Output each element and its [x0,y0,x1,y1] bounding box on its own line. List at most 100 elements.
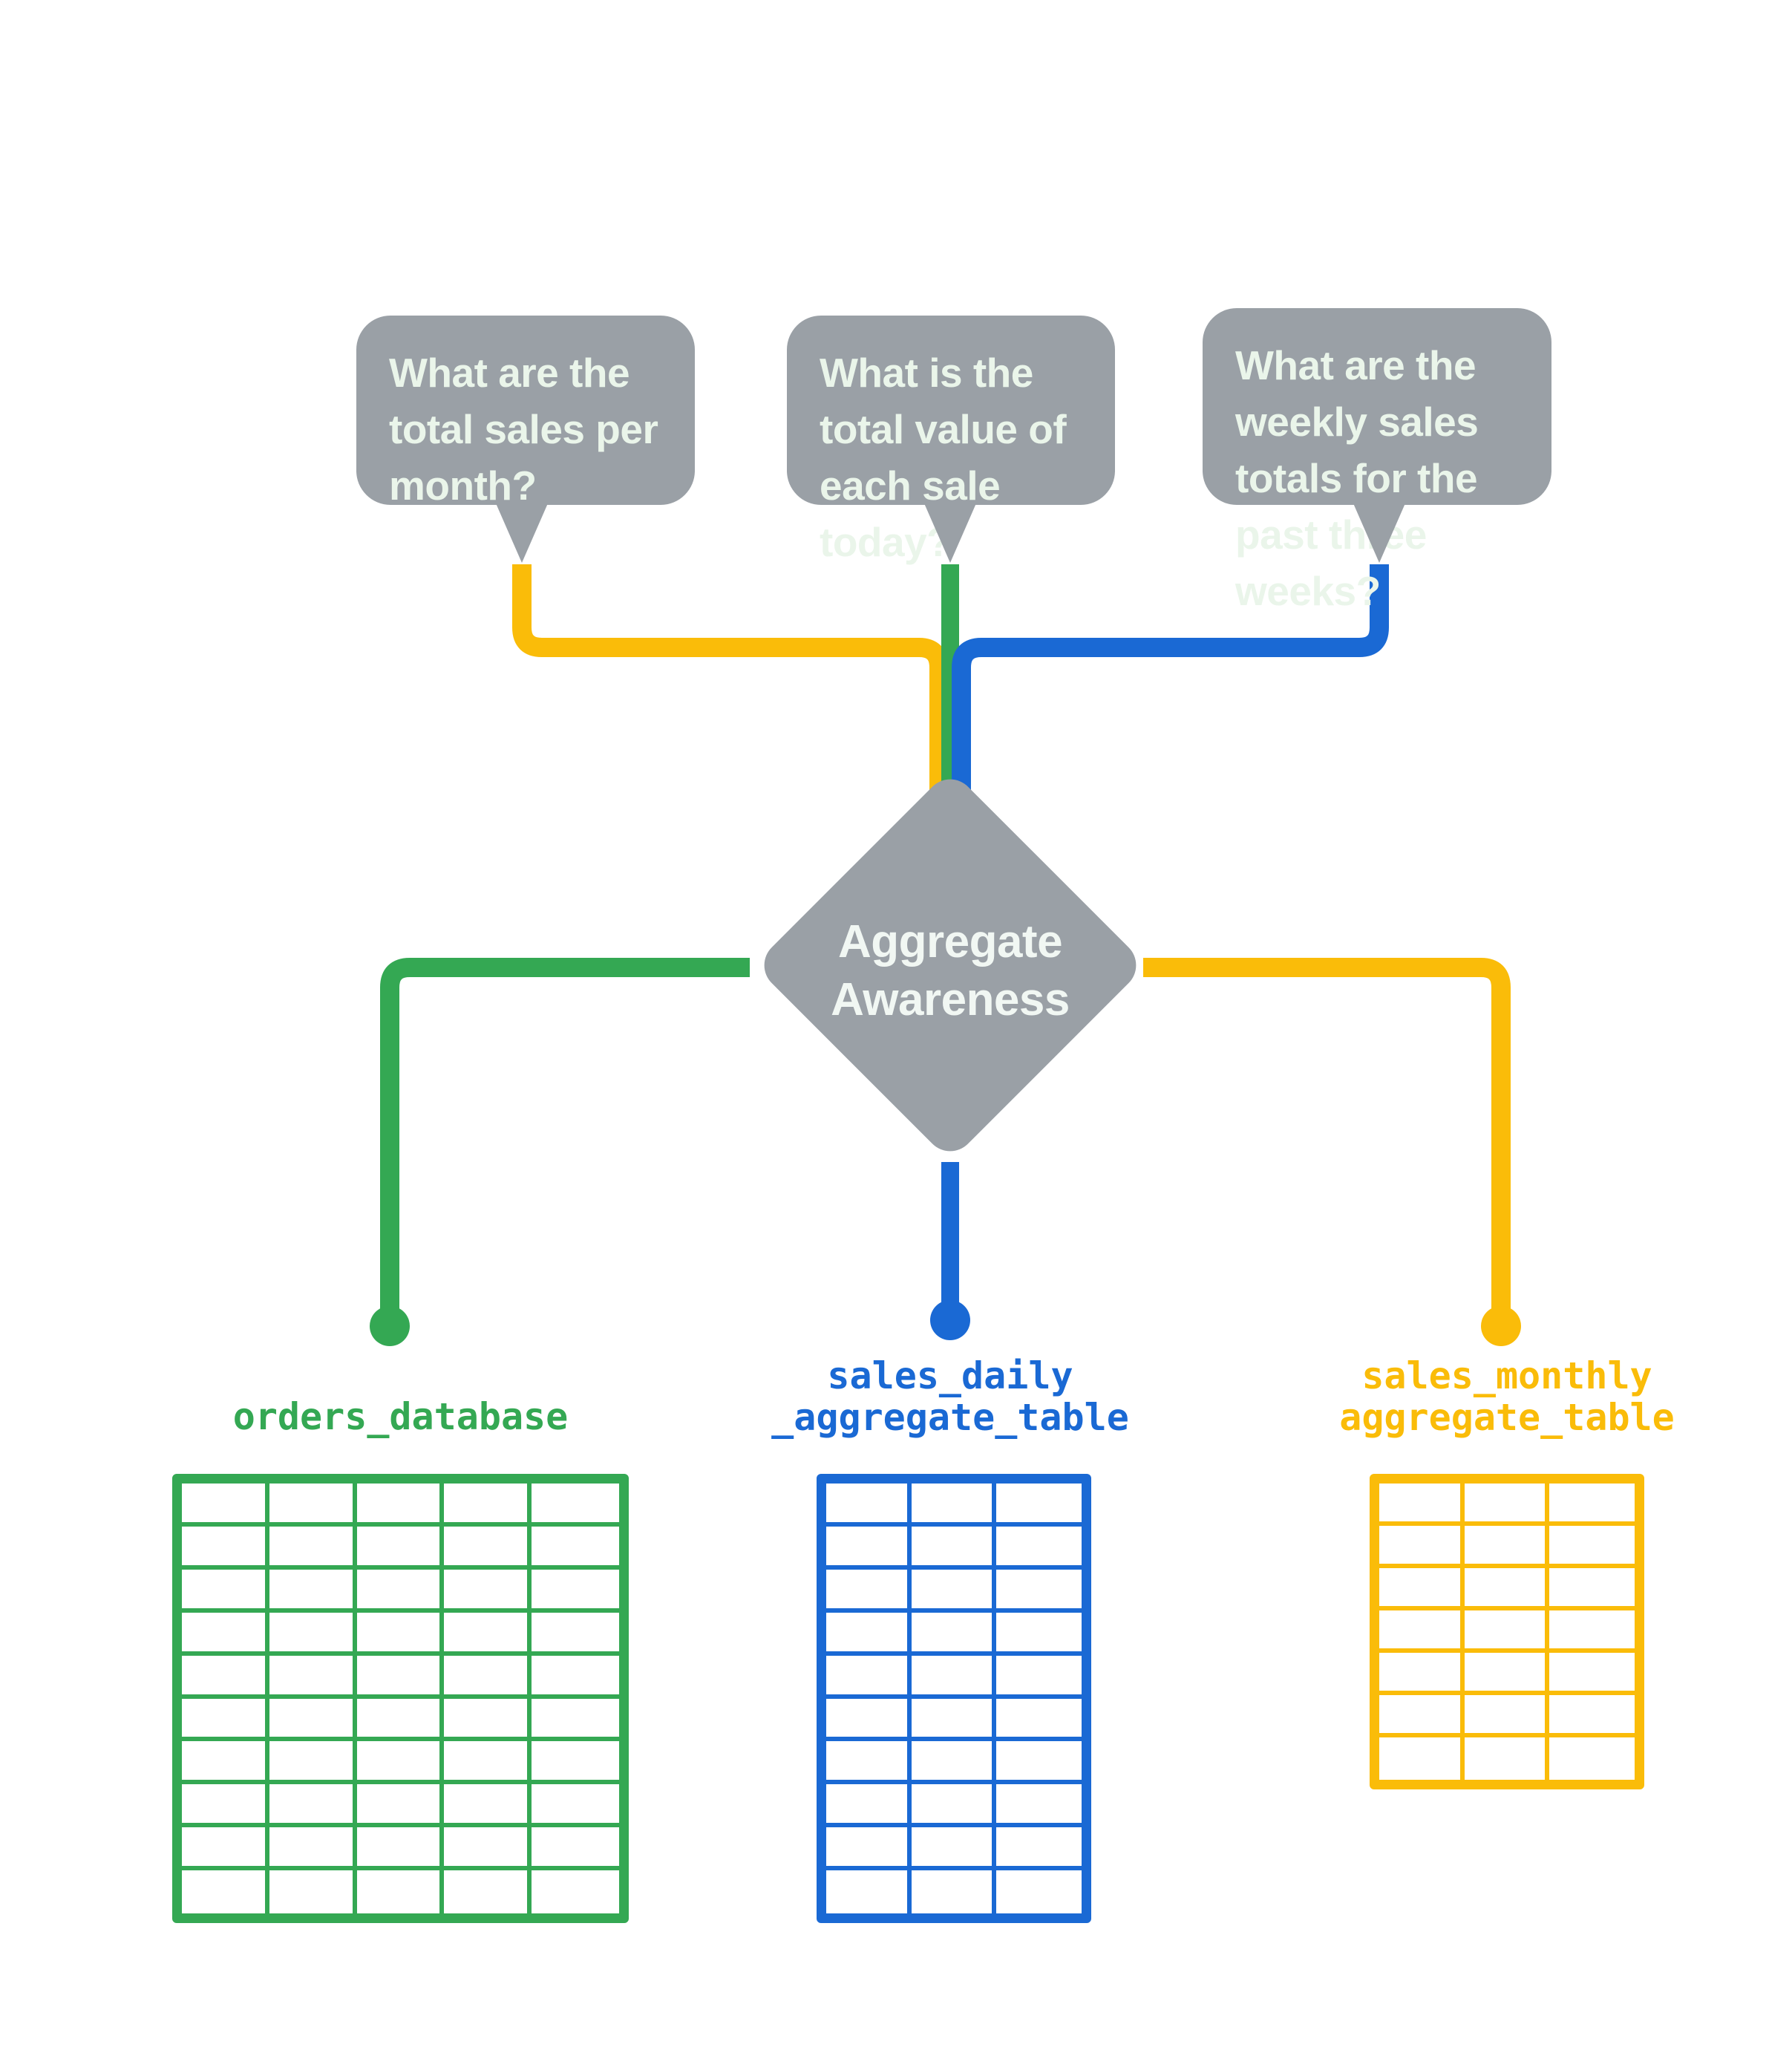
table-cell [996,1827,1082,1871]
table-cell [1379,1653,1465,1695]
table-sales-monthly-aggregate[interactable] [1370,1474,1644,1789]
table-cell [532,1699,619,1742]
aggregate-awareness-label-line1: Aggregate [837,916,1063,967]
table-cell [356,1741,445,1785]
table-cell [826,1698,912,1742]
table-cell [532,1870,619,1913]
table-cell [444,1484,532,1527]
table-cell [1549,1610,1635,1653]
question-bubble-monthly-text: What are the total sales per month? [389,350,658,509]
table-cell [356,1612,445,1656]
connector-monthly-question [512,564,949,798]
table-cell [269,1698,357,1742]
table-cell [996,1527,1082,1570]
table-cell [269,1741,357,1785]
connector-weekly-question [952,564,1389,798]
table-cell [532,1741,619,1785]
table-cell [1464,1526,1550,1568]
connector-endpoint-sales-daily [930,1300,970,1340]
table-cell [911,1741,997,1785]
table-cell [826,1569,912,1613]
table-cell [182,1698,269,1742]
connector-orders-database [380,958,750,1314]
table-cell [532,1656,619,1699]
table-cell [356,1655,445,1699]
table-cell [356,1569,445,1613]
table-cell [269,1655,357,1699]
table-cell [1549,1653,1635,1695]
table-cell [911,1827,997,1871]
table-cell [532,1484,619,1527]
table-cell [269,1484,357,1527]
table-cell [269,1784,357,1828]
table-cell [356,1784,445,1828]
question-bubble-daily-tail [924,503,976,563]
table-cell [1549,1737,1635,1780]
table-cell [356,1484,445,1527]
connector-endpoint-orders-database [370,1306,410,1346]
table-cell [1379,1737,1465,1780]
table-cell [444,1526,532,1570]
table-cell [1379,1484,1465,1526]
table-cell [1549,1695,1635,1737]
table-cell [911,1698,997,1742]
table-cell [357,1870,445,1913]
table-caption-sales-daily: sales_daily _aggregate_table [771,1354,1129,1439]
table-sales-daily-aggregate[interactable] [817,1474,1091,1923]
table-cell [182,1526,269,1570]
table-cell [1465,1737,1550,1780]
table-cell [1464,1568,1550,1610]
table-cell [826,1526,912,1570]
table-cell [996,1613,1082,1656]
table-cell [182,1784,269,1828]
table-cell [911,1655,997,1699]
aggregate-awareness-label: Aggregate Awareness [765,913,1136,1028]
table-cell [182,1484,269,1527]
table-cell [996,1570,1082,1613]
table-cell [269,1526,357,1570]
table-orders-database[interactable] [172,1474,629,1923]
table-cell [826,1784,912,1828]
table-cell [444,1741,532,1785]
table-cell [1464,1653,1550,1695]
question-bubble-weekly[interactable]: What are the weekly sales totals for the… [1203,308,1551,614]
table-cell [1464,1610,1550,1653]
table-cell [1549,1484,1635,1526]
table-cell [996,1870,1082,1913]
table-cell [532,1784,619,1828]
table-cell [1379,1526,1465,1568]
table-cell [444,1612,532,1656]
question-bubble-weekly-text: What are the weekly sales totals for the… [1235,342,1479,614]
table-cell [996,1741,1082,1785]
table-cell [532,1570,619,1613]
table-cell [444,1827,532,1871]
question-bubble-monthly[interactable]: What are the total sales per month? [356,316,695,509]
table-cell [269,1569,357,1613]
table-cell [826,1827,912,1871]
table-cell [182,1870,269,1913]
table-cell [996,1484,1082,1527]
table-cell [182,1612,269,1656]
table-cell [356,1526,445,1570]
table-cell [826,1870,912,1913]
table-cell [826,1741,912,1785]
table-cell [444,1655,532,1699]
table-cell [1379,1568,1465,1610]
table-cell [1379,1695,1465,1737]
table-cell [532,1613,619,1656]
table-cell [444,1698,532,1742]
table-cell [826,1655,912,1699]
question-bubble-daily[interactable]: What is the total value of each sale tod… [787,316,1115,565]
table-caption-orders-database: orders_database [232,1395,569,1438]
connector-sales-monthly [1143,958,1511,1314]
table-cell [356,1698,445,1742]
table-cell [911,1569,997,1613]
question-bubble-weekly-tail [1353,503,1405,563]
table-cell [1379,1610,1465,1653]
table-cell [444,1784,532,1828]
table-cell [269,1612,357,1656]
question-bubble-monthly-tail [496,503,548,563]
table-cell [1549,1526,1635,1568]
table-cell [269,1827,357,1871]
